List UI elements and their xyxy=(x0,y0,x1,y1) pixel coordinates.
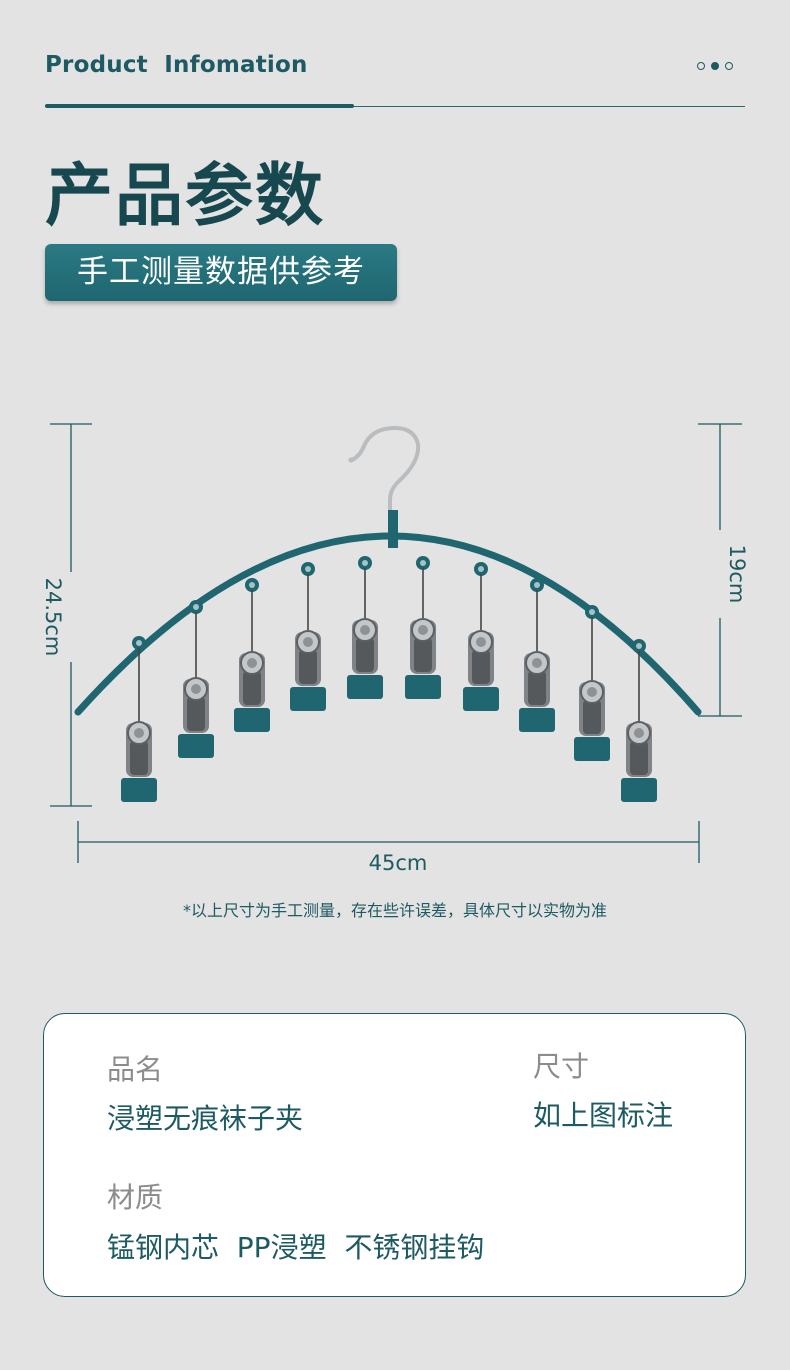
name-value: 浸塑无痕袜子夹 xyxy=(107,1102,304,1135)
clips-group xyxy=(121,556,657,802)
height-hanger-label: 19cm xyxy=(725,545,749,604)
page-title: 产品参数 xyxy=(45,157,326,236)
name-label: 品名 xyxy=(107,1053,164,1086)
hanger-diagram: 24.5cm 19cm 45cm xyxy=(41,423,749,875)
divider-line xyxy=(45,106,745,107)
hanger-arch xyxy=(74,532,702,716)
clip-icon xyxy=(405,556,441,699)
size-value: 如上图标注 xyxy=(533,1099,674,1132)
dot-outline-icon xyxy=(697,62,705,70)
width-label: 45cm xyxy=(369,851,428,875)
clip-icon xyxy=(178,600,214,758)
spec-card: 品名 浸塑无痕袜子夹 尺寸 如上图标注 材质 锰钢内芯 PP浸塑 不锈钢挂钩 xyxy=(43,1013,746,1297)
subtitle-badge: 手工测量数据供参考 xyxy=(45,244,397,301)
clip-icon xyxy=(519,578,555,732)
measurement-note: *以上尺寸为手工测量，存在些许误差，具体尺寸以实物为准 xyxy=(182,901,607,920)
height-total-label: 24.5cm xyxy=(41,578,65,657)
material-value: 锰钢内芯 PP浸塑 不锈钢挂钩 xyxy=(107,1231,485,1264)
size-label: 尺寸 xyxy=(533,1050,590,1083)
clip-icon xyxy=(574,605,610,761)
height-dimension-right xyxy=(698,423,742,717)
pagination-dots xyxy=(697,62,733,70)
clip-icon xyxy=(347,556,383,699)
material-label: 材质 xyxy=(107,1181,164,1214)
width-dimension xyxy=(77,821,700,863)
clip-icon xyxy=(121,636,157,802)
height-dimension-left xyxy=(50,423,92,807)
clip-icon xyxy=(234,578,270,732)
dot-filled-icon xyxy=(711,62,719,70)
clip-icon xyxy=(290,562,326,711)
divider-accent xyxy=(45,104,354,108)
clip-icon xyxy=(621,639,657,802)
dot-outline-icon xyxy=(725,62,733,70)
hook-icon xyxy=(350,425,421,512)
clip-icon xyxy=(463,562,499,711)
section-title-english: Product Infomation xyxy=(45,52,308,78)
